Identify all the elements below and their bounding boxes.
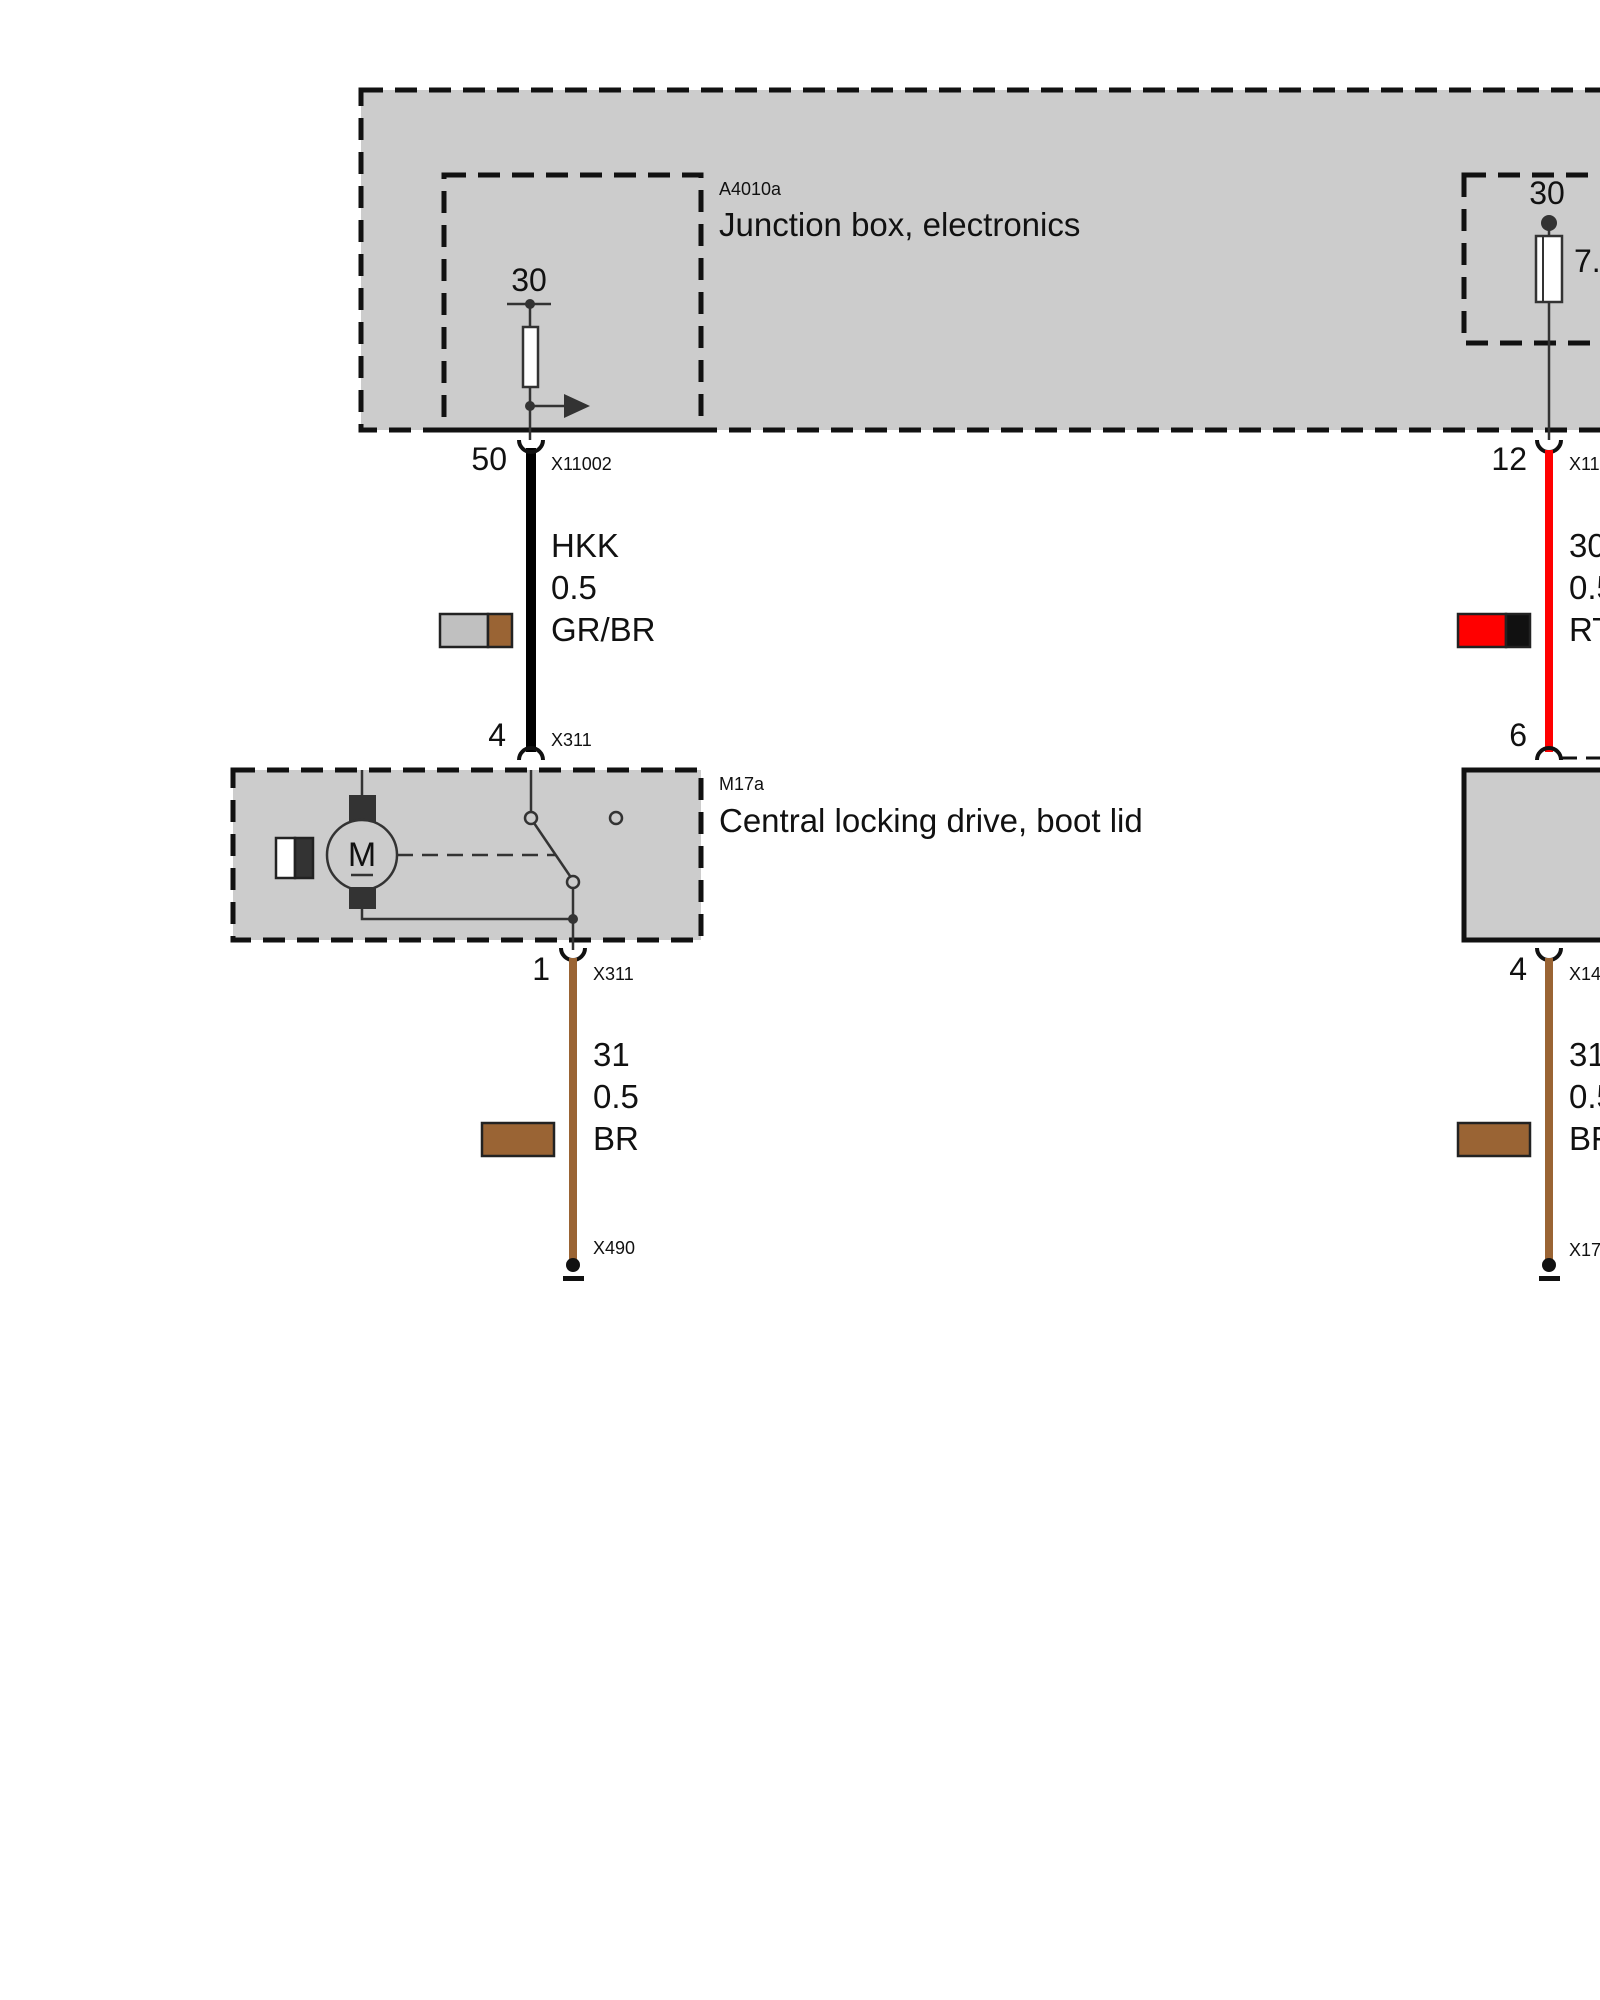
junction-box: A4010a Junction box, electronics 30 30 7…: [358, 87, 1600, 440]
junction-box-name: Junction box, electronics: [719, 206, 1080, 243]
lock-drive-name: Central locking drive, boot lid: [719, 802, 1143, 839]
wire-30-connector-top: X11: [1569, 454, 1600, 474]
wire-ground-right-color-code: BR: [1569, 1120, 1600, 1157]
wire-hkk-pin-bottom: 4: [488, 717, 506, 753]
fuse-right-terminal: 30: [1529, 175, 1565, 211]
wire-ground-right-connector-top: X14: [1569, 964, 1600, 984]
motor-icon: M: [325, 770, 573, 921]
wire-hkk-color-swatch: [438, 612, 514, 649]
wire-hkk-gauge: 0.5: [551, 569, 597, 606]
fuse-right-icon: [1534, 234, 1564, 304]
wire-hkk-connector-top: X11002: [551, 454, 612, 474]
fuse-left: 30: [507, 262, 590, 440]
ground-left-connector: X490: [593, 1238, 635, 1258]
wire-ground-left-connector-top: X311: [593, 964, 634, 984]
connector-x11002-symbol: [517, 439, 545, 454]
wire-ground-left-pin-top: 1: [532, 951, 550, 987]
lock-drive-id: M17a: [719, 774, 765, 794]
fuse-right: 30 7.: [1529, 175, 1600, 440]
ground-right-icon: [1539, 1258, 1560, 1281]
wire-30-gauge: 0.5: [1569, 569, 1600, 606]
junction-box-outline: [358, 87, 1600, 433]
wire-ground-right: 4 X14 31 0.5 BR X17: [1456, 947, 1600, 1281]
wire-ground-right-signal: 31: [1569, 1036, 1600, 1073]
wire-ground-left-gauge: 0.5: [593, 1078, 639, 1115]
wire-hkk-color-code: GR/BR: [551, 611, 656, 648]
wire-30-pin-top: 12: [1491, 441, 1527, 477]
connector-x311-top-symbol: [517, 746, 545, 761]
fuse-right-rating: 7.: [1574, 243, 1600, 279]
output-arrow-icon: [564, 394, 590, 418]
junction-box-id: A4010a: [719, 179, 782, 199]
wire-30-signal: 30: [1569, 527, 1600, 564]
fuse-left-icon: [521, 325, 540, 389]
wire-ground-left: 1 X311 31 0.5 BR X490: [480, 947, 639, 1281]
wire-30-pin-bottom: 6: [1509, 717, 1527, 753]
ground-right-connector: X17: [1569, 1240, 1600, 1260]
wire-ground-left-color-code: BR: [593, 1120, 639, 1157]
wire-ground-left-signal: 31: [593, 1036, 630, 1073]
motor-letter: M: [348, 836, 376, 874]
wire-30: 12 X11 30 0.5 RT 6: [1456, 439, 1600, 761]
fuse-box-left: [441, 172, 704, 433]
wire-ground-right-gauge: 0.5: [1569, 1078, 1600, 1115]
wire-hkk-connector-bottom: X311: [551, 730, 592, 750]
wire-hkk-pin-top: 50: [471, 441, 507, 477]
lock-drive: M17a Central locking drive, boot lid M: [230, 767, 1143, 950]
fuse-box-right: [1461, 172, 1600, 346]
lock-drive-color-swatch: [274, 836, 315, 880]
wire-30-color-code: RT: [1569, 611, 1600, 648]
wire-ground-right-pin-top: 4: [1509, 951, 1527, 987]
wire-ground-left-color-swatch: [480, 1121, 556, 1158]
fuse-left-terminal: 30: [511, 262, 547, 298]
wire-hkk: 50 X11002 HKK 0.5 GR/BR 4 X311: [438, 439, 656, 761]
wire-ground-right-color-swatch: [1456, 1121, 1532, 1158]
switch-icon: [523, 770, 624, 950]
right-component-outline: [1461, 767, 1600, 943]
ground-icon: [563, 1258, 584, 1281]
wire-30-color-swatch: [1456, 612, 1532, 649]
connector-right-top-symbol: [1535, 746, 1563, 761]
wire-hkk-signal: HKK: [551, 527, 619, 564]
